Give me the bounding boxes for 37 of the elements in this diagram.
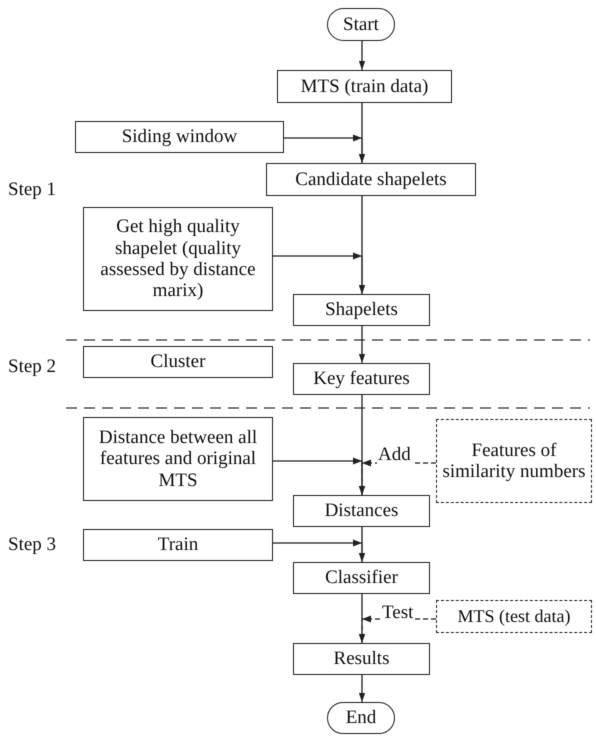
- process-box: [293, 643, 430, 675]
- node-text: Distances: [324, 500, 398, 522]
- step-label: Step 2: [8, 357, 56, 376]
- node-text: Results: [334, 648, 390, 670]
- node-text: Cluster: [150, 351, 206, 373]
- process-box: [266, 163, 476, 196]
- process-box: [83, 346, 273, 378]
- node-text: Distance between all features and original MTS: [98, 427, 258, 491]
- edge-label: Add: [377, 445, 412, 464]
- node-text: Shapelets: [325, 299, 398, 321]
- process-box: [83, 207, 273, 311]
- terminal-box: [327, 8, 395, 41]
- process-box: [277, 70, 452, 103]
- process-box: [293, 562, 430, 594]
- node-text: Siding window: [122, 126, 238, 148]
- process-box: [293, 363, 430, 395]
- process-box: [83, 529, 273, 561]
- step-label: Step 1: [8, 180, 56, 199]
- input-box: [436, 600, 592, 633]
- process-box: [75, 121, 284, 153]
- node-text: Candidate shapelets: [295, 168, 447, 190]
- node-text: Start: [343, 14, 379, 36]
- terminal-box: [327, 702, 395, 734]
- node-text: Train: [158, 534, 198, 556]
- node-text: MTS (train data): [300, 76, 428, 98]
- node-text: End: [346, 707, 376, 729]
- process-box: [293, 495, 430, 527]
- process-box: [293, 294, 430, 326]
- node-text: Get high quality shapelet (quality assessed by distance marix): [99, 216, 257, 302]
- node-text: Classifier: [325, 567, 398, 589]
- input-box: [436, 419, 592, 503]
- node-text: Features of similarity numbers: [441, 440, 586, 482]
- edge-label: Test: [381, 603, 414, 622]
- node-text: MTS (test data): [458, 606, 570, 627]
- node-text: Key features: [313, 368, 410, 390]
- process-box: [83, 417, 273, 501]
- step-label: Step 3: [8, 535, 56, 554]
